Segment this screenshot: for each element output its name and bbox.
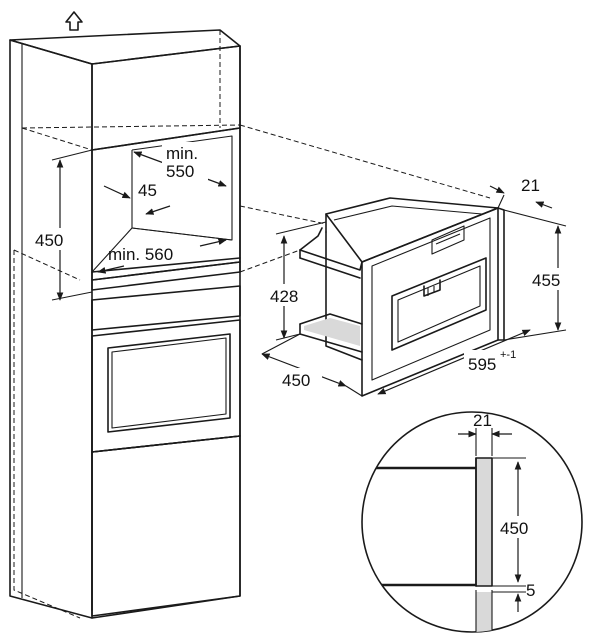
front-panel-thickness-label: 21 — [521, 176, 540, 195]
niche-gap-label: 45 — [138, 181, 157, 200]
lower-cabinet-door — [91, 435, 241, 617]
tall-cabinet — [9, 11, 241, 619]
niche-dimensions: 450 min. 550 45 min. 560 — [34, 142, 227, 301]
oven-unit — [91, 285, 241, 611]
cabinet-top-face — [9, 29, 241, 65]
appliance-depth-label: 428 — [270, 287, 298, 306]
niche-depth-label-line2: 550 — [166, 162, 194, 181]
niche-width-label: min. 560 — [108, 245, 173, 264]
upper-compartment — [91, 45, 241, 151]
detail-thickness-label: 21 — [473, 411, 492, 430]
up-arrow-icon — [65, 11, 83, 31]
detail-view: 21 450 5 — [361, 411, 583, 633]
appliance-width-tolerance: +-1 — [500, 349, 516, 361]
detail-height-label: 450 — [500, 519, 528, 538]
appliance-dimensions: 21 455 428 450 595 +-1 — [261, 176, 572, 397]
appliance-width-label: 595 — [468, 355, 496, 374]
appliance-side-depth-label: 450 — [282, 371, 310, 390]
detail-gap-label: 5 — [526, 581, 535, 600]
appliance-height-label: 455 — [532, 271, 560, 290]
niche-depth-label-line1: min. — [166, 144, 198, 163]
niche-height-label: 450 — [35, 231, 63, 250]
